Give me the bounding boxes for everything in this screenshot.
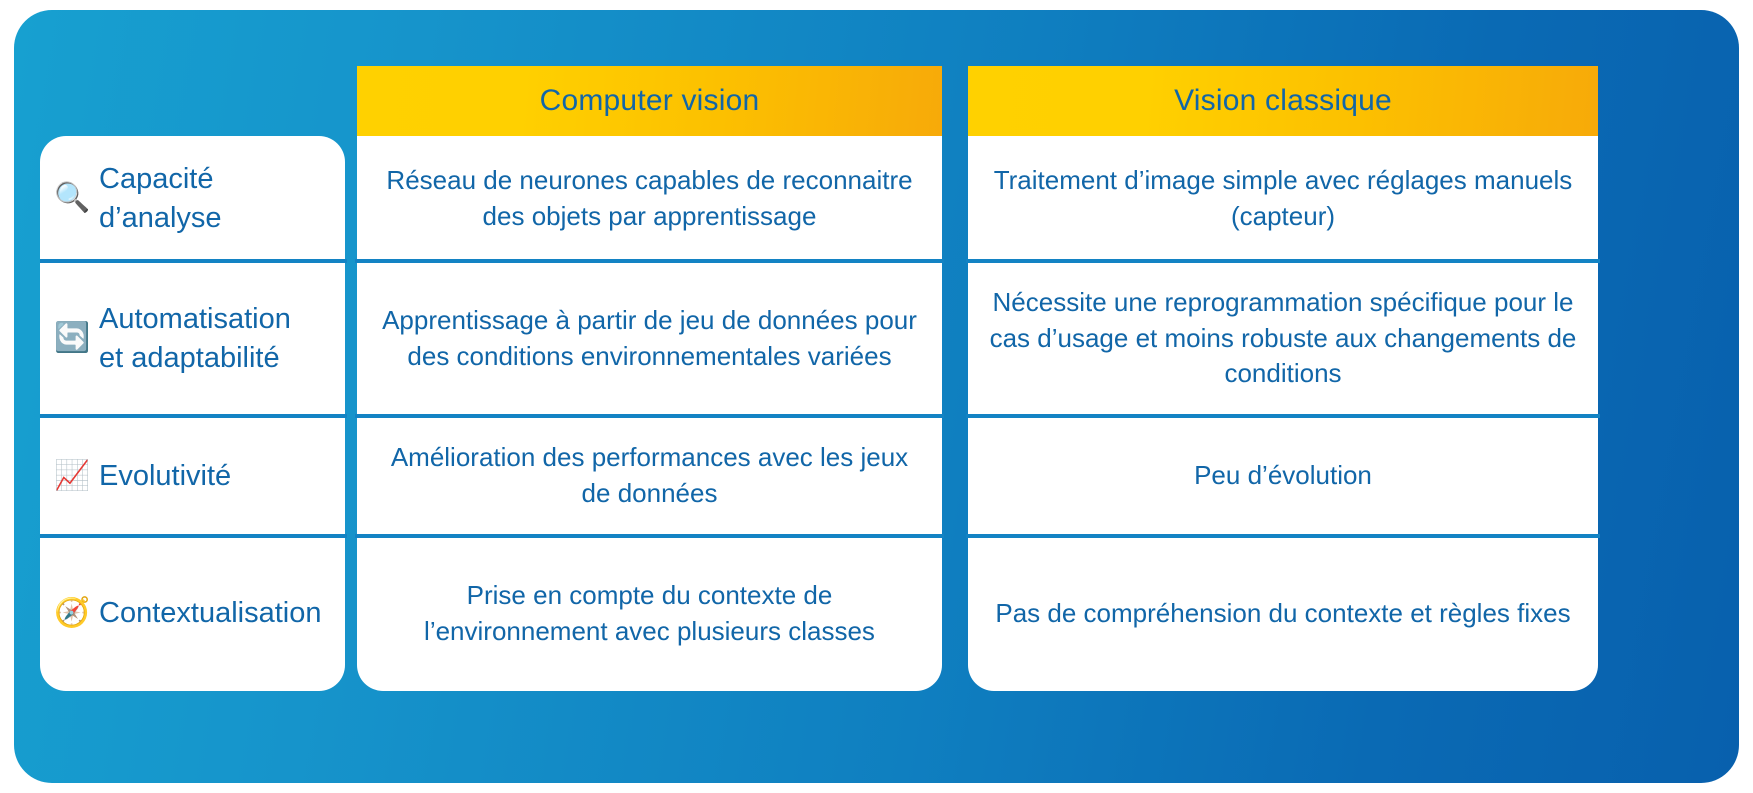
table-cell: Amélioration des performances avec les j… [355,414,944,536]
criteria-label: Evolutivité [99,459,232,492]
criteria-label: Contextualisation [99,597,322,630]
column-header-computer-vision: Computer vision [357,66,942,136]
comparison-table: Computer vision Vision classique 🔍 Capac… [40,66,1723,746]
table-row-criteria: 📈 Evolutivité [40,414,347,536]
column-header-label: Computer vision [539,84,760,117]
table-cell: Réseau de neurones capables de reconnait… [386,164,913,231]
table-cell: Apprentissage à partir de jeu de données… [355,259,944,416]
refresh-sync-icon: 🔄 [54,322,91,354]
comparison-panel: Computer vision Vision classique 🔍 Capac… [14,10,1739,783]
magnifying-glass-icon: 🔍 [54,182,91,214]
compass-icon: 🧭 [54,597,91,629]
criteria-column: 🔍 Capacité d’analyse 🔄 Automatisation et… [40,136,347,691]
table-cell: Peu d’évolution [966,414,1600,536]
column-gap-1 [345,66,357,136]
column-gap-2 [942,66,968,136]
table-cell: Pas de compréhension du contexte et règl… [966,534,1600,691]
criteria-label: Capacité d’analyse [99,163,222,234]
criteria-label: Automatisation et adaptabilité [99,303,291,374]
column-gap-2-body [942,136,968,691]
vision-classique-column: Traitement d’image simple avec réglages … [966,136,1600,691]
table-row-criteria: 🔍 Capacité d’analyse [40,136,345,261]
header-spacer [40,66,345,136]
table-cell: Nécessite une reprogrammation spécifique… [966,259,1600,416]
table-cell: Traitement d’image simple avec réglages … [993,164,1573,231]
column-header-label: Vision classique [1174,84,1392,117]
computer-vision-column: Réseau de neurones capables de reconnait… [355,136,944,691]
table-row-criteria: 🔄 Automatisation et adaptabilité [40,259,347,416]
chart-increasing-icon: 📈 [54,459,91,492]
table-row-criteria: 🧭 Contextualisation [40,534,347,691]
column-header-vision-classique: Vision classique [968,66,1598,136]
table-cell: Prise en compte du contexte de l’environ… [355,534,944,691]
